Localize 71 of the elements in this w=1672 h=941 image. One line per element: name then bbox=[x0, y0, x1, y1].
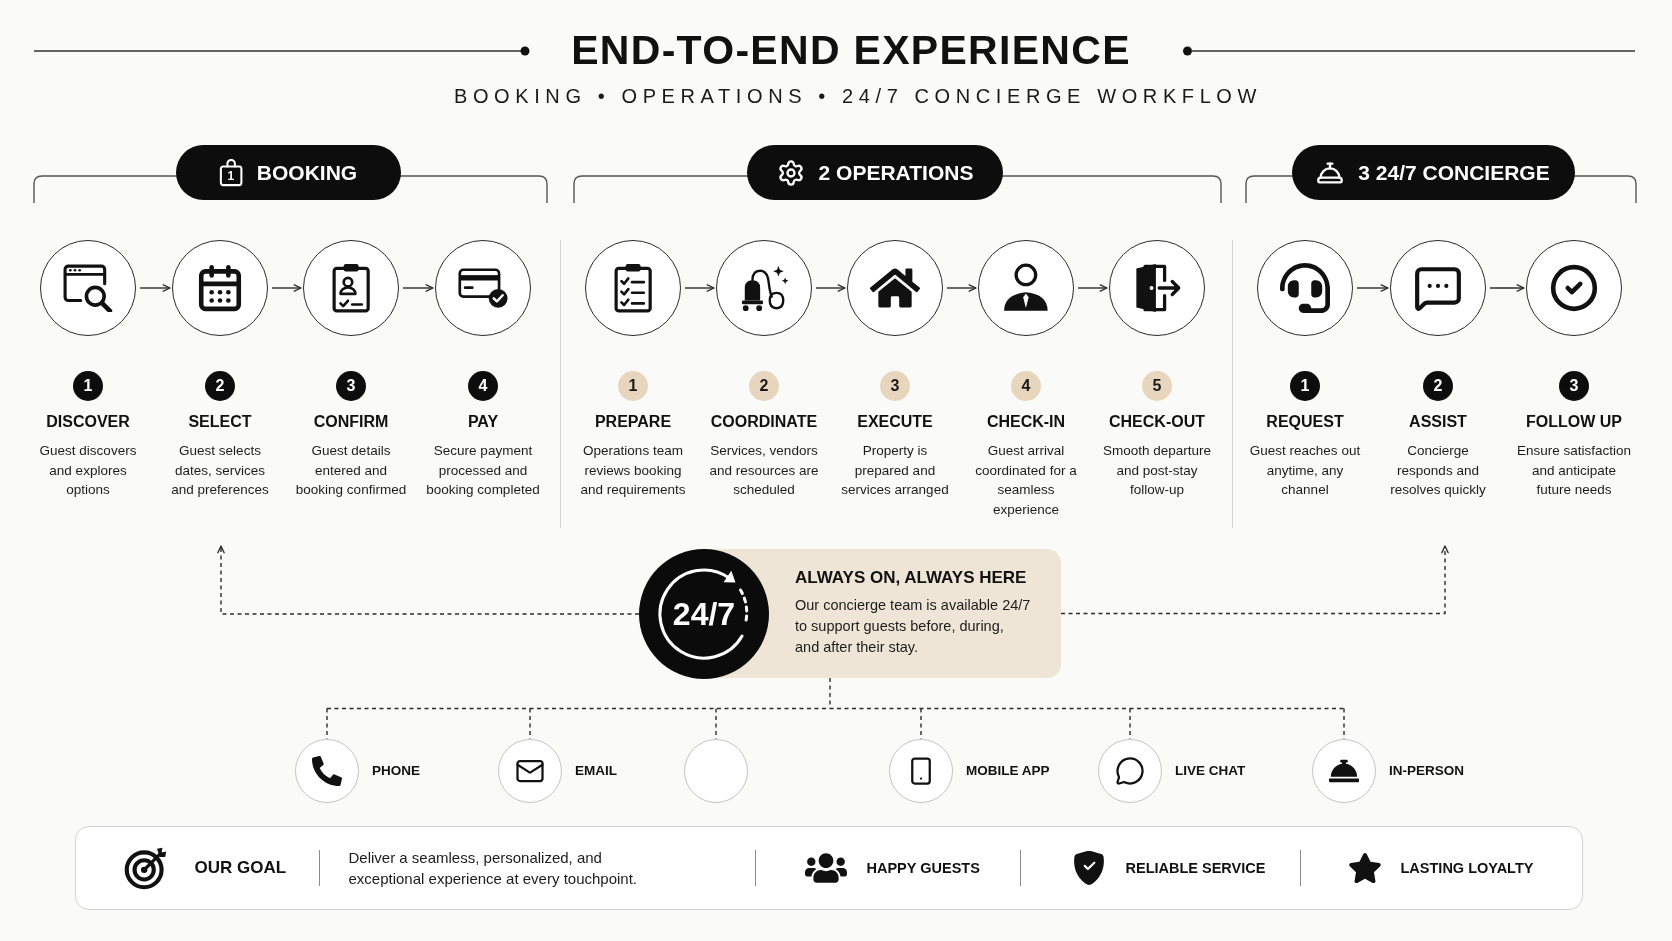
value-label: RELIABLE SERVICE bbox=[1125, 859, 1266, 877]
step-number: 2 bbox=[749, 371, 779, 401]
channel-label: EMAIL bbox=[575, 763, 617, 779]
section-title: 2 OPERATIONS bbox=[818, 159, 974, 186]
step-description: Guest discovers and explores options bbox=[38, 442, 138, 499]
arrow bbox=[684, 284, 715, 292]
value-label: HAPPY GUESTS bbox=[866, 859, 980, 877]
hub-label: 24/7 bbox=[672, 596, 736, 632]
step-description: Guest reaches out anytime, any channel bbox=[1248, 442, 1362, 499]
section-header bbox=[747, 145, 1003, 200]
goal-statement: Deliver a seamless, personalized, and exceptional experience at every touchpoint. bbox=[348, 848, 638, 889]
dashed-connector bbox=[326, 677, 1345, 710]
step-title: REQUEST bbox=[1266, 412, 1344, 432]
dashed-arrow bbox=[217, 545, 640, 615]
step-title: COORDINATE bbox=[710, 412, 818, 432]
step-number: 2 bbox=[205, 371, 235, 401]
step-title: CHECK-OUT bbox=[1109, 412, 1205, 432]
section-number: 1 bbox=[227, 168, 235, 183]
step-title: FOLLOW UP bbox=[1526, 412, 1622, 432]
page-title: END-TO-END EXPERIENCE bbox=[571, 26, 1131, 74]
step-title: CONFIRM bbox=[313, 412, 389, 432]
step-number: 4 bbox=[468, 371, 498, 401]
value-label: LASTING LOYALTY bbox=[1400, 859, 1534, 877]
arrow bbox=[139, 284, 171, 292]
step-description: Smooth departure and post-stay follow-up bbox=[1101, 442, 1213, 499]
arrow bbox=[1077, 284, 1108, 292]
subtitle: BOOKING • OPERATIONS • 24/7 CONCIERGE WORKFLOW bbox=[454, 84, 1262, 108]
step-number: 3 bbox=[880, 371, 910, 401]
arrow bbox=[402, 284, 434, 292]
step-number: 2 bbox=[1423, 371, 1453, 401]
channel-label: MOBILE APP bbox=[966, 763, 1050, 779]
step-number: 3 bbox=[1559, 371, 1589, 401]
step-description: Property is prepared and services arranged bbox=[840, 442, 950, 499]
section-header bbox=[1291, 145, 1575, 200]
step-description: Ensure satisfaction and anticipate future needs bbox=[1516, 442, 1632, 499]
step-title: DISCOVER bbox=[46, 412, 130, 432]
section-header bbox=[175, 145, 401, 200]
card-text: Our concierge team is available 24/7 to support guests before, during, and after their stay. bbox=[795, 596, 1032, 657]
goal-bar bbox=[75, 826, 1583, 910]
step-description: Guest arrival coordinated for a seamless experience bbox=[974, 442, 1078, 519]
card-title: ALWAYS ON, ALWAYS HERE bbox=[795, 567, 1027, 589]
step-title: EXECUTE bbox=[857, 412, 933, 432]
step-description: Guest selects dates, services and preferences bbox=[170, 442, 270, 499]
step-title: CHECK-IN bbox=[986, 412, 1066, 432]
channel-label: PHONE bbox=[372, 763, 420, 779]
arrow bbox=[1356, 284, 1389, 292]
arrow bbox=[946, 284, 977, 292]
arrow bbox=[1489, 284, 1525, 292]
arrow bbox=[271, 284, 302, 292]
step-title: PREPARE bbox=[594, 412, 672, 432]
step-description: Guest details entered and booking confirmed bbox=[294, 442, 408, 499]
step-title: ASSIST bbox=[1409, 412, 1467, 432]
step-description: Services, vendors and resources are scheduled bbox=[708, 442, 820, 499]
step-description: Secure payment processed and booking completed bbox=[425, 442, 541, 499]
dashed-arrow bbox=[1060, 545, 1449, 615]
step-number: 1 bbox=[1290, 371, 1320, 401]
step-title: SELECT bbox=[188, 412, 252, 432]
step-number: 1 bbox=[618, 371, 648, 401]
section-title: 3 24/7 CONCIERGE bbox=[1358, 159, 1550, 186]
section-title: BOOKING bbox=[256, 159, 358, 186]
arrow bbox=[815, 284, 846, 292]
step-number: 5 bbox=[1142, 371, 1172, 401]
step-title: PAY bbox=[467, 412, 499, 432]
step-description: Operations team reviews booking and requirements bbox=[579, 442, 687, 499]
step-number: 4 bbox=[1011, 371, 1041, 401]
goal-heading: OUR GOAL bbox=[194, 858, 287, 878]
step-number: 1 bbox=[73, 371, 103, 401]
step-number: 3 bbox=[336, 371, 366, 401]
step-description: Concierge responds and resolves quickly bbox=[1389, 442, 1487, 499]
channel-label: IN-PERSON bbox=[1389, 763, 1464, 779]
channel-label: LIVE CHAT bbox=[1175, 763, 1246, 779]
